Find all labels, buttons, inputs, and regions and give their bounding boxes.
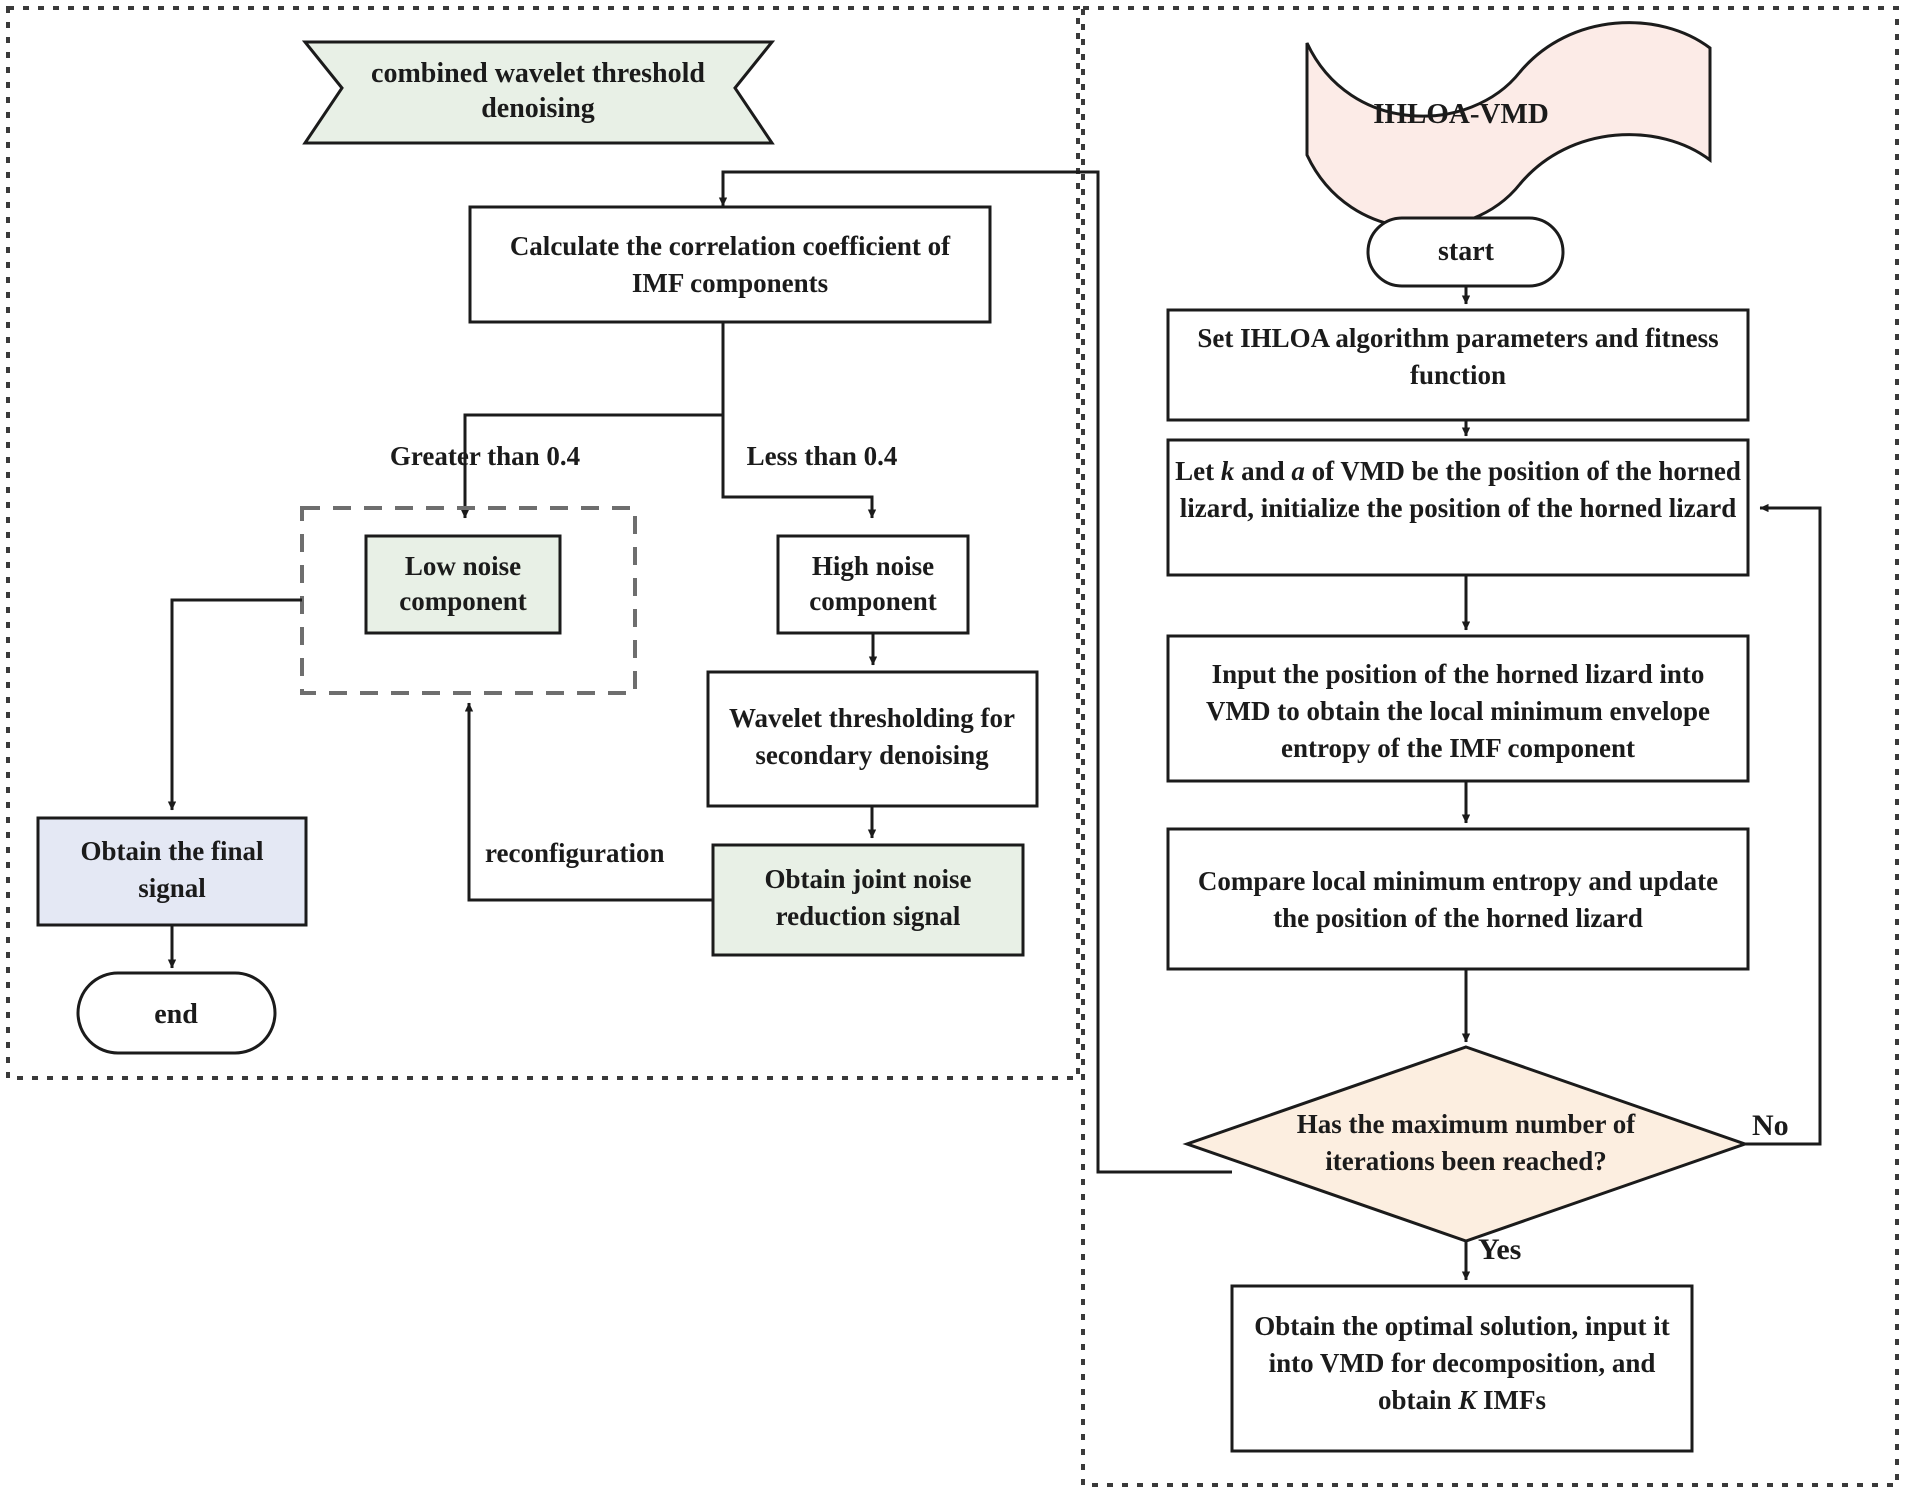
label-less-than: Less than 0.4	[747, 441, 898, 471]
calc-corr-line2: IMF components	[632, 268, 828, 298]
joint-noise-line2: reduction signal	[776, 901, 961, 931]
decision-line2: iterations been reached?	[1325, 1146, 1606, 1176]
high-noise-line2: component	[809, 586, 937, 616]
calc-corr-line1: Calculate the correlation coefficient of	[510, 231, 951, 261]
end-label: end	[154, 999, 198, 1030]
compare-line2: the position of the horned lizard	[1273, 903, 1643, 933]
final-signal-line2: signal	[138, 873, 206, 903]
left-panel-border	[6, 6, 1080, 1080]
low-noise-line2: component	[399, 586, 527, 616]
optimal-line3-pre: obtain	[1378, 1385, 1458, 1415]
label-no: No	[1752, 1109, 1789, 1142]
low-noise-line1: Low noise	[405, 551, 521, 581]
decision-line1: Has the maximum number of	[1297, 1109, 1637, 1139]
let-k-a-mid: and	[1234, 456, 1291, 486]
high-noise-line1: High noise	[812, 551, 934, 581]
let-k-a-line1: Let k and a of VMD be the position of th…	[1175, 456, 1741, 486]
edge-calc-to-low-noise	[460, 322, 725, 519]
node-end-terminator	[76, 971, 277, 1055]
input-pos-line3: entropy of the IMF component	[1281, 733, 1635, 763]
node-high-noise-component	[776, 534, 970, 635]
input-pos-line2: VMD to obtain the local minimum envelope	[1206, 696, 1710, 726]
node-set-ihloa-parameters	[1166, 308, 1750, 422]
right-panel-border	[1081, 6, 1899, 1487]
let-k-a-post: of VMD be the position of the horned	[1305, 456, 1741, 486]
let-k-a-pre: Let	[1175, 456, 1221, 486]
optimal-line3: obtain K IMFs	[1378, 1385, 1546, 1415]
edge-lownoise-to-final-signal	[167, 598, 302, 811]
set-params-line1: Set IHLOA algorithm parameters and fitne…	[1197, 323, 1718, 353]
optimal-line3-k: K	[1457, 1385, 1478, 1415]
node-decision-max-iterations	[1182, 1045, 1750, 1243]
banner-line1: combined wavelet threshold	[371, 58, 705, 89]
compare-line1: Compare local minimum entropy and update	[1198, 866, 1718, 896]
input-pos-line1: Input the position of the horned lizard …	[1212, 659, 1705, 689]
label-yes: Yes	[1478, 1233, 1521, 1266]
optimal-line2: into VMD for decomposition, and	[1269, 1348, 1656, 1378]
node-let-k-and-a-of-vmd	[1166, 438, 1750, 577]
wavelet-line1: Wavelet thresholding for	[729, 703, 1015, 733]
label-greater-than: Greater than 0.4	[390, 441, 580, 471]
node-obtain-optimal-solution	[1230, 1284, 1694, 1453]
let-k-a-a: a	[1291, 456, 1305, 486]
optimal-line3-post: IMFs	[1476, 1385, 1546, 1415]
joint-noise-line1: Obtain joint noise	[764, 864, 971, 894]
node-input-position-into-vmd	[1166, 634, 1750, 783]
node-compare-local-minimum-entropy	[1166, 827, 1750, 971]
label-reconfiguration: reconfiguration	[485, 838, 664, 868]
start-label: start	[1438, 236, 1495, 267]
wavelet-line2: secondary denoising	[755, 740, 989, 770]
edge-reconfiguration	[464, 702, 713, 902]
edge-optimal-to-calculate	[718, 170, 1232, 1174]
node-obtain-final-signal	[36, 816, 308, 927]
node-low-noise-component	[364, 534, 562, 635]
edge-decision-no-loop	[1745, 503, 1822, 1146]
banner-line2: denoising	[481, 93, 595, 124]
let-k-a-line2: lizard, initialize the position of the h…	[1180, 493, 1736, 523]
set-params-line2: function	[1410, 360, 1506, 390]
node-wavelet-thresholding	[706, 670, 1039, 808]
node-calculate-correlation	[468, 205, 992, 324]
let-k-a-k: k	[1221, 456, 1235, 486]
optimal-line1: Obtain the optimal solution, input it	[1254, 1311, 1670, 1341]
ihloa-vmd-label: IHLOA-VMD	[1373, 98, 1549, 130]
final-signal-line1: Obtain the final	[80, 836, 264, 866]
node-obtain-joint-noise-reduction	[711, 843, 1025, 957]
edge-calc-to-high-noise	[721, 415, 877, 519]
banner-combined-wavelet-threshold-denoising	[301, 40, 776, 145]
